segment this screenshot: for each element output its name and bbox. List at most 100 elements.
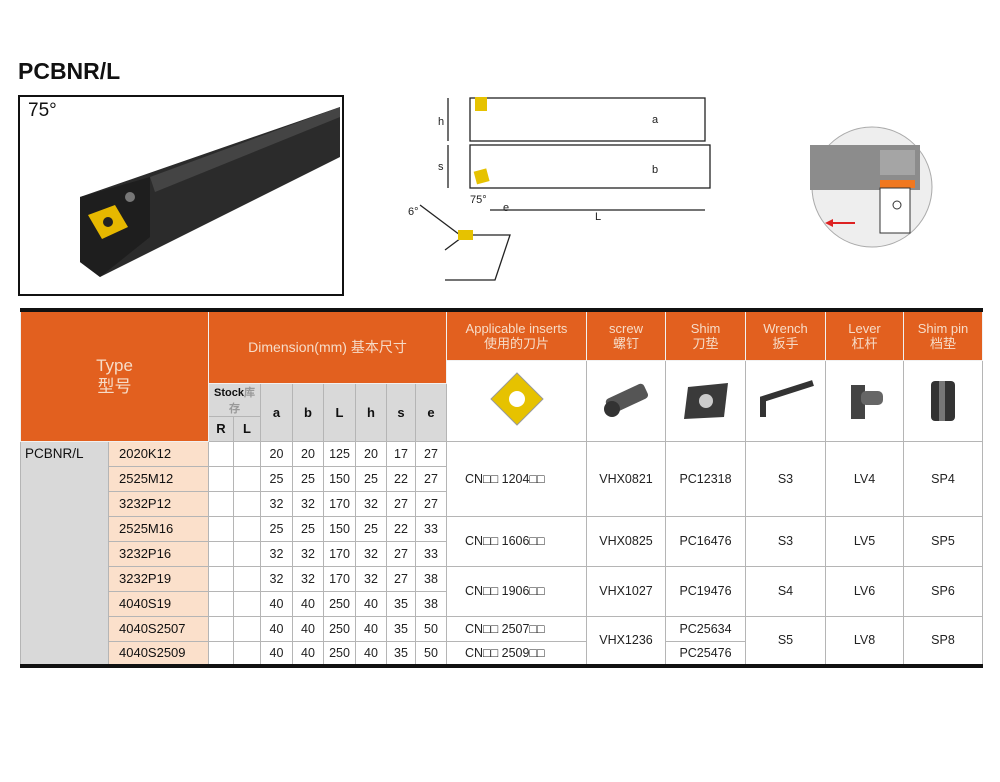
dim-value: 170 <box>323 540 356 567</box>
stock-r <box>208 490 234 517</box>
svg-text:a: a <box>652 114 659 126</box>
insert-icon <box>489 372 544 426</box>
svg-text:75°: 75° <box>470 194 487 206</box>
dimension-header: Dimension(mm) 基本尺寸 <box>208 309 447 384</box>
stock-l <box>233 490 261 517</box>
dim-value: 35 <box>386 615 416 642</box>
model-code: 4040S2509 <box>108 640 209 667</box>
dim-value: 20 <box>260 440 293 467</box>
dim-value: 25 <box>355 465 387 492</box>
stock-l <box>233 540 261 567</box>
dim-value: 33 <box>415 515 447 542</box>
dim-value: 32 <box>260 540 293 567</box>
dim-value: 27 <box>386 565 416 592</box>
dim-value: 40 <box>355 640 387 667</box>
dim-value: 32 <box>292 565 324 592</box>
stock-l <box>233 590 261 617</box>
stock-l <box>233 465 261 492</box>
dim-value: 33 <box>415 540 447 567</box>
stock-r <box>208 615 234 642</box>
stock-r <box>208 515 234 542</box>
dim-value: 32 <box>355 565 387 592</box>
model-code: 4040S19 <box>108 590 209 617</box>
dim-value: 38 <box>415 590 447 617</box>
dim-value: 250 <box>323 590 356 617</box>
stock-l <box>233 515 261 542</box>
stock-l-header: L <box>233 415 261 442</box>
series-name: PCBNR/L <box>20 440 109 667</box>
dim-value: 35 <box>386 590 416 617</box>
dim-value: 17 <box>386 440 416 467</box>
dim-value: 32 <box>260 565 293 592</box>
stock-l <box>233 565 261 592</box>
screw-value: VHX0821 <box>586 440 666 517</box>
shim-pin-value: SP6 <box>903 565 983 617</box>
dim-value: 32 <box>355 490 387 517</box>
dim-s-header: s <box>386 382 416 442</box>
wrench-value: S4 <box>745 565 826 617</box>
dim-value: 27 <box>415 490 447 517</box>
insert-value: CN□□ 2509□□ <box>446 640 587 667</box>
insert-image <box>446 359 587 442</box>
shim-pin-image <box>903 359 983 442</box>
screw-value: VHX1027 <box>586 565 666 617</box>
svg-text:s: s <box>438 161 444 173</box>
lever-value: LV5 <box>825 515 904 567</box>
model-code: 2525M12 <box>108 465 209 492</box>
stock-r <box>208 590 234 617</box>
lever-icon <box>850 385 883 419</box>
screw-image <box>586 359 666 442</box>
stock-r-header: R <box>208 415 234 442</box>
dim-e-header: e <box>415 382 447 442</box>
dim-b-header: b <box>292 382 324 442</box>
model-code: 2020K12 <box>108 440 209 467</box>
model-code: 3232P19 <box>108 565 209 592</box>
insert-value: CN□□ 2507□□ <box>446 615 587 642</box>
model-code: 3232P16 <box>108 540 209 567</box>
dim-value: 25 <box>292 465 324 492</box>
dim-value: 40 <box>260 590 293 617</box>
lever-value: LV4 <box>825 440 904 517</box>
dim-value: 170 <box>323 565 356 592</box>
dim-value: 32 <box>292 490 324 517</box>
dim-value: 25 <box>292 515 324 542</box>
dim-value: 25 <box>260 465 293 492</box>
stock-r <box>208 540 234 567</box>
dim-value: 38 <box>415 565 447 592</box>
insert-value: CN□□ 1606□□ <box>446 515 587 567</box>
insert-value: CN□□ 1906□□ <box>446 565 587 617</box>
dim-value: 22 <box>386 515 416 542</box>
dim-value: 27 <box>415 440 447 467</box>
shim-pin-value: SP4 <box>903 440 983 517</box>
dim-value: 40 <box>292 590 324 617</box>
screw-value: VHX0825 <box>586 515 666 567</box>
lever-image <box>825 359 904 442</box>
dim-value: 20 <box>355 440 387 467</box>
tool-holder-image <box>80 107 340 277</box>
stock-l <box>233 640 261 667</box>
svg-text:6°: 6° <box>408 206 419 218</box>
dim-value: 40 <box>355 615 387 642</box>
shim-value: PC25634 <box>665 615 746 642</box>
dim-value: 25 <box>260 515 293 542</box>
wrench-value: S5 <box>745 615 826 667</box>
lever-value: LV8 <box>825 615 904 667</box>
dim-value: 20 <box>292 440 324 467</box>
shim-value: PC16476 <box>665 515 746 567</box>
dim-L-header: L <box>323 382 356 442</box>
shim-icon <box>683 383 728 419</box>
dim-value: 27 <box>386 490 416 517</box>
screw-icon <box>604 383 649 417</box>
shim-pin-value: SP8 <box>903 615 983 667</box>
model-code: 4040S2507 <box>108 615 209 642</box>
stock-r <box>208 465 234 492</box>
